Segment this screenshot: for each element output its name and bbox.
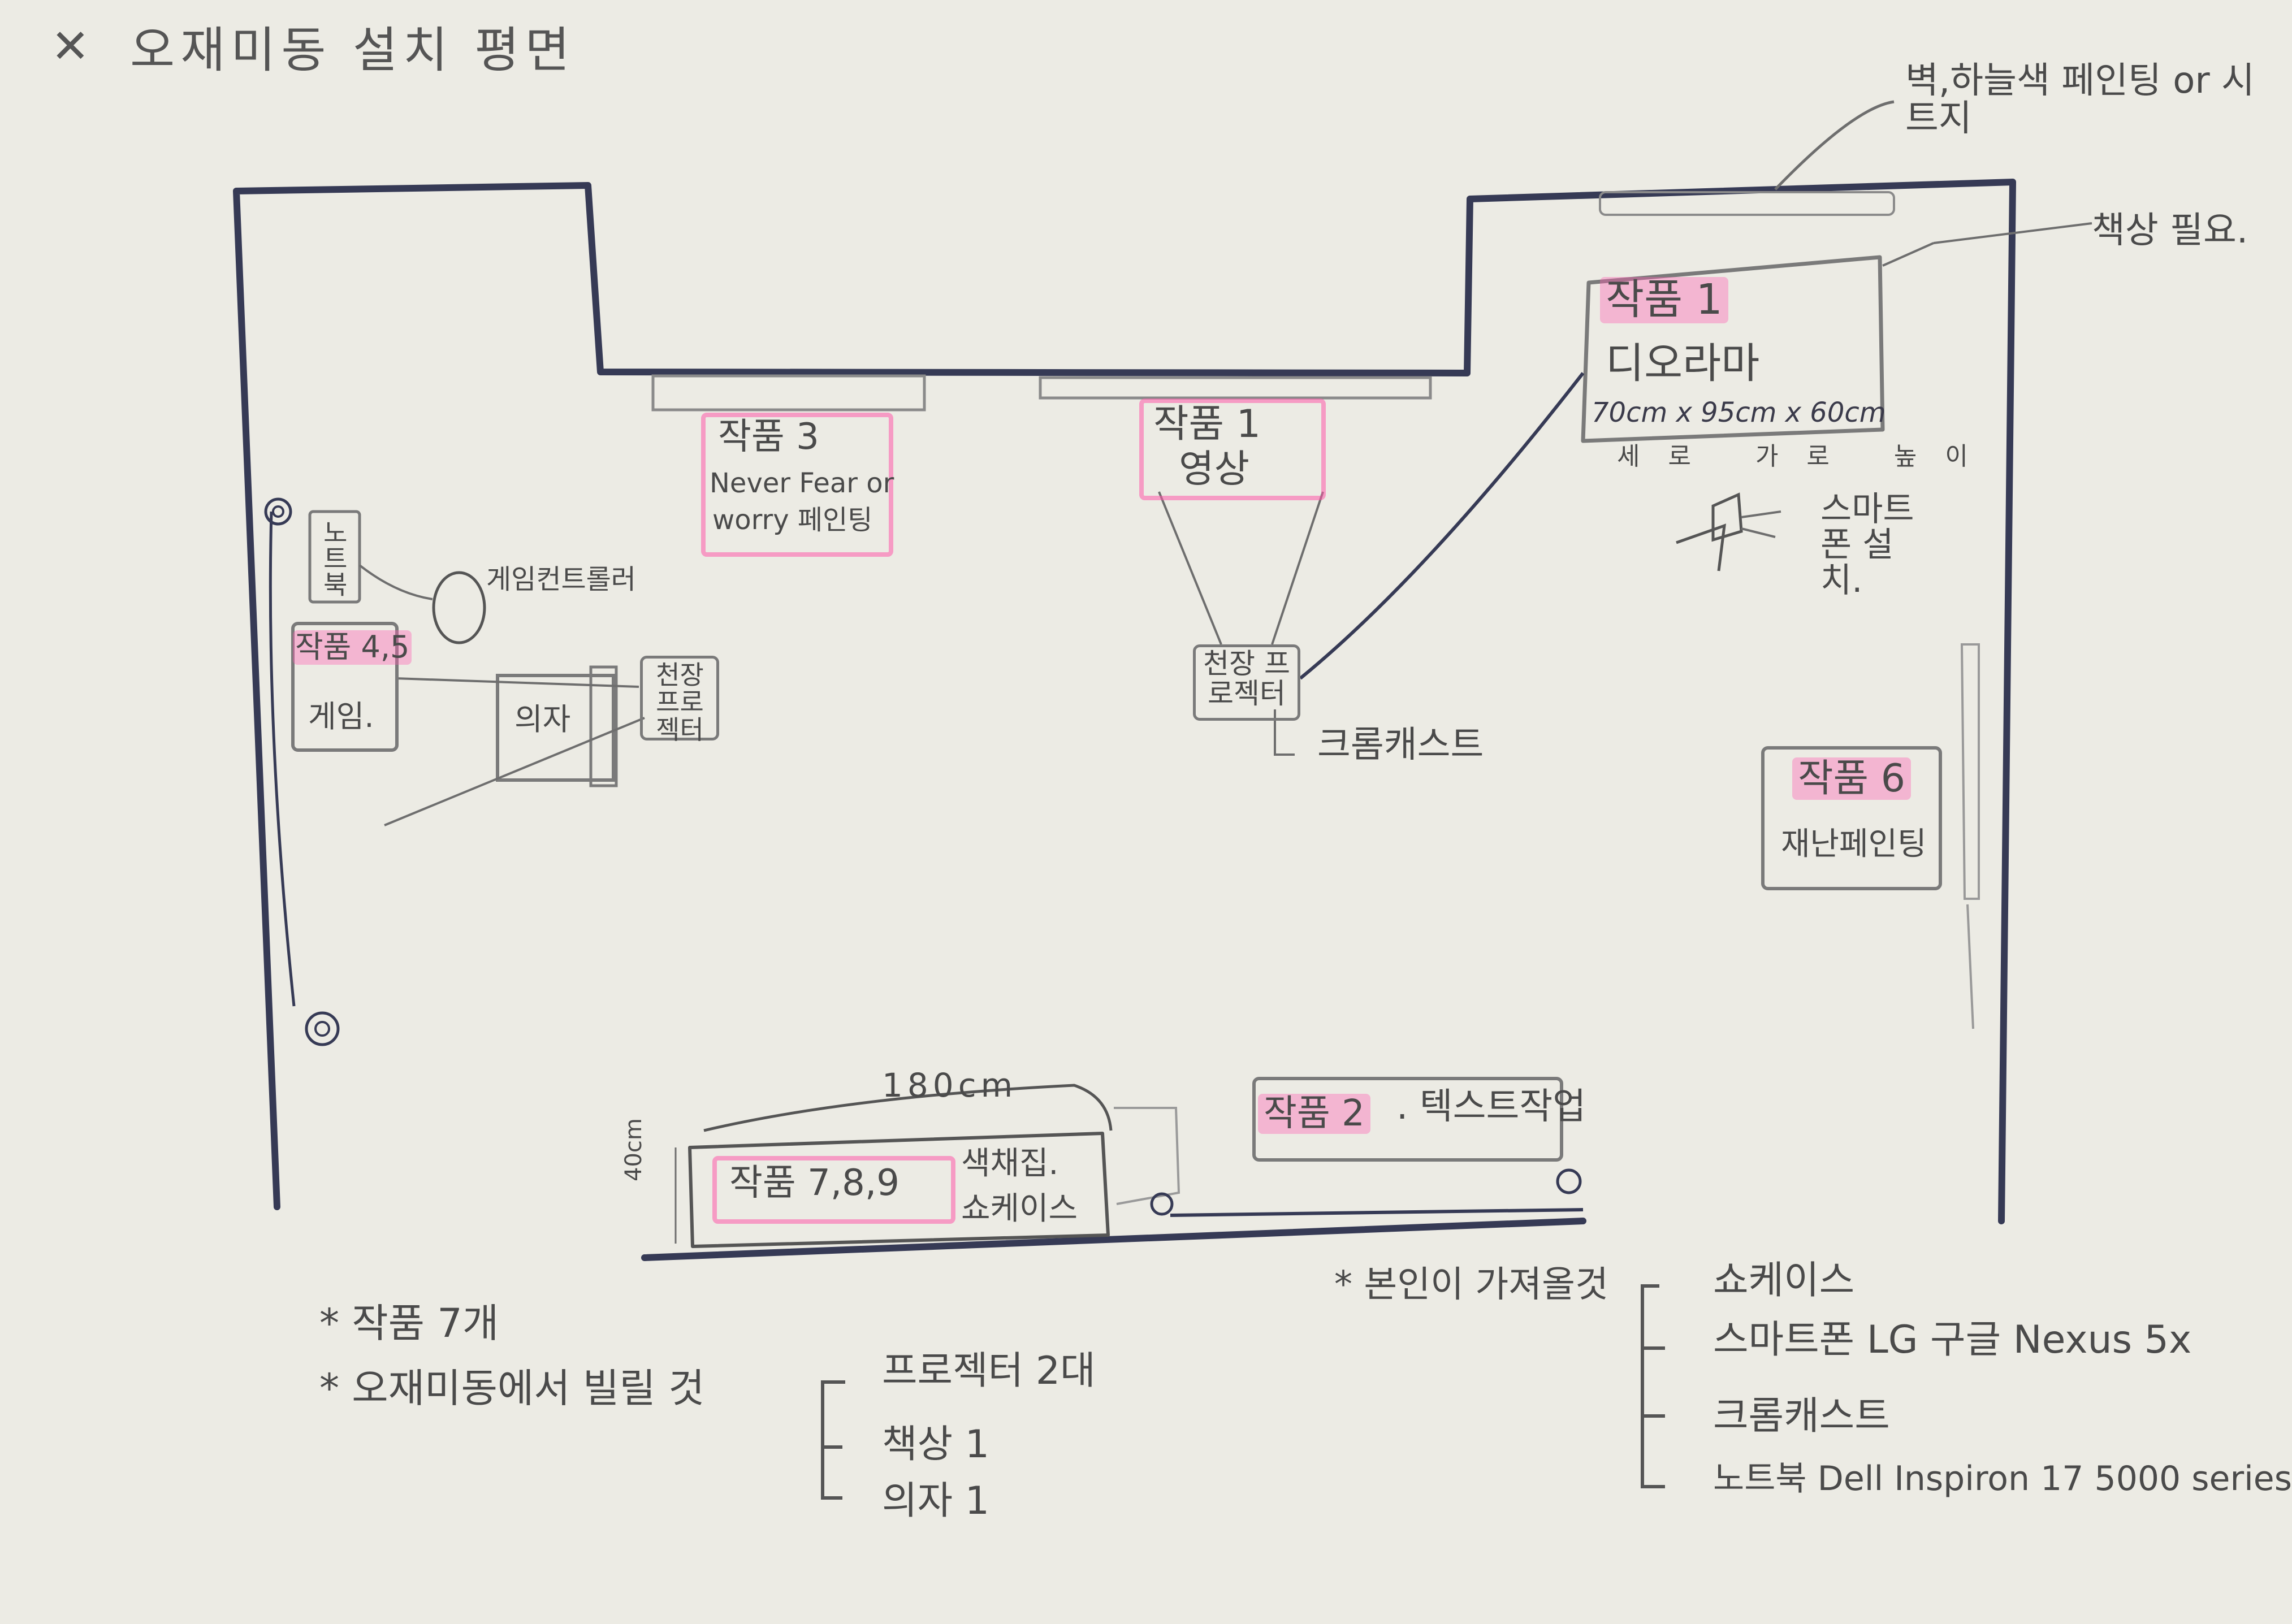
work45-subtitle: 게임. <box>308 699 374 734</box>
bring-item: 스마트폰 LG 구글 Nexus 5x <box>1713 1318 2192 1362</box>
work3-title: 작품 3 <box>718 416 819 458</box>
work1-video-subtitle: 영상 <box>1179 447 1250 492</box>
work1-subtitle: 디오라마 <box>1606 339 1760 388</box>
borrow-bracket <box>821 1380 845 1500</box>
center-projector-label: 천장 프로젝터 <box>1203 647 1290 710</box>
showcase-height-label: 40cm <box>621 1118 647 1181</box>
chair-label: 의자 <box>514 701 571 737</box>
bring-item: 쇼케이스 <box>1713 1258 1855 1303</box>
smartphone-label: 스마트폰 설치. <box>1820 490 1914 600</box>
center-projector-box <box>1193 644 1300 721</box>
bring-header: * 본인이 가져올것 <box>1334 1264 1608 1306</box>
work1-title: 작품 1 <box>1600 277 1728 323</box>
work1-video-title: 작품 1 <box>1153 402 1261 447</box>
work789-sub2: 쇼케이스 <box>961 1190 1078 1227</box>
work1-dimensions: 70cm x 95cm x 60cm <box>1592 397 1886 428</box>
bottom-wall <box>641 1218 1586 1261</box>
work6-subtitle: 재난페인팅 <box>1781 826 1927 863</box>
chair-shape <box>496 674 615 782</box>
wall-paint-note: 벽,하늘색 페인팅 or 시트지 <box>1905 60 2255 140</box>
left-projector-label: 천장 프로젝터 <box>656 660 704 745</box>
left-projector-box <box>640 656 719 740</box>
work45-frame <box>291 622 399 752</box>
title-mark: ✕ <box>51 20 90 73</box>
laptop-label: 노트북 <box>318 519 349 597</box>
work789-sub1: 색채집. <box>961 1145 1059 1182</box>
painted-wall-strip <box>1599 191 1895 216</box>
work45-title: 작품 4,5 <box>293 630 412 665</box>
desk-needed-note: 책상 필요. <box>2092 210 2248 252</box>
work3-line1: Never Fear or <box>710 467 894 499</box>
borrow-item: 프로젝터 2대 <box>882 1349 1096 1393</box>
work789-title: 작품 7,8,9 <box>729 1162 899 1204</box>
showcase-width-label: 180cm <box>882 1066 1018 1105</box>
work1-video-frame <box>1139 399 1326 500</box>
showcase-box <box>688 1132 1110 1248</box>
smartphone-tripod <box>1676 492 1743 571</box>
bring-item: 노트북 Dell Inspiron 17 5000 series <box>1713 1459 2292 1499</box>
work6-frame <box>1761 746 1942 890</box>
laptop-box <box>308 510 361 604</box>
borrow-item: 의자 1 <box>882 1479 989 1523</box>
wall-screen-mid <box>1039 376 1432 400</box>
page-title: 오재미동 설치 평면 <box>130 22 576 79</box>
work789-frame <box>712 1156 955 1224</box>
work1-dim-labels: 세로 가로 높이 <box>1617 442 1996 471</box>
work3-frame <box>701 413 893 557</box>
wall-screen-left <box>651 374 926 412</box>
game-controller-label: 게임컨트롤러 <box>486 564 636 595</box>
work2-title: 작품 2 <box>1258 1094 1370 1134</box>
work2-frame <box>1252 1077 1563 1162</box>
borrow-header: * 오재미동에서 빌릴 것 <box>319 1365 705 1411</box>
desk-outline <box>1581 255 1885 443</box>
work2-subtitle: . 텍스트작업 <box>1396 1086 1586 1128</box>
work6-title: 작품 6 <box>1792 757 1911 800</box>
borrow-item: 책상 1 <box>882 1422 989 1467</box>
work3-line2: worry 페인팅 <box>712 504 873 536</box>
game-controller-shape <box>432 571 486 644</box>
works-count-note: * 작품 7개 <box>319 1300 499 1346</box>
bring-bracket <box>1641 1284 1665 1488</box>
left-rail <box>269 511 296 1007</box>
bring-item: 크롬캐스트 <box>1713 1394 1890 1439</box>
room-walls <box>233 179 2016 1224</box>
chromecast-label: 크롬캐스트 <box>1317 724 1484 766</box>
